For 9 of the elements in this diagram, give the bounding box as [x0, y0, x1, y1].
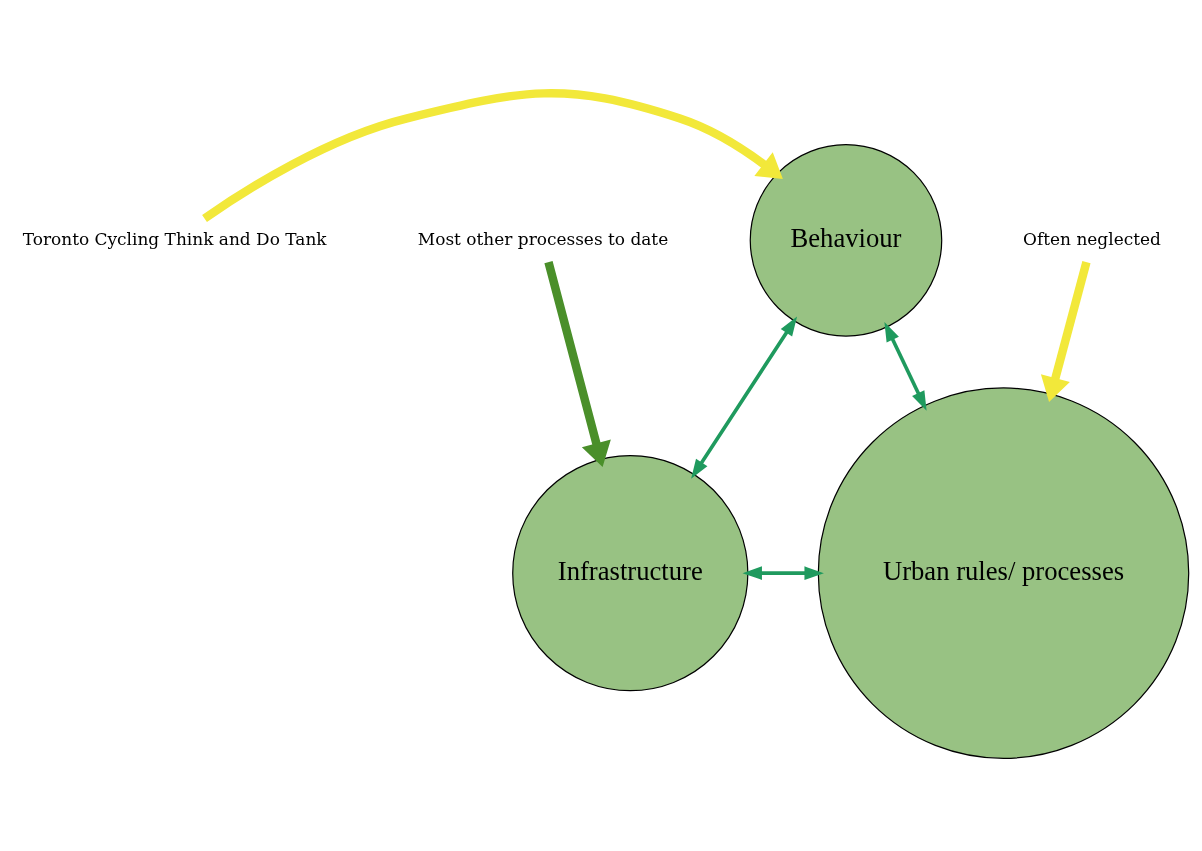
arrow: [884, 322, 927, 411]
node-text: Most other processes to date: [417, 228, 669, 249]
arrow: [691, 316, 798, 479]
node-text: Often neglected: [1023, 228, 1161, 249]
arrow: [202, 89, 783, 222]
node-text: Toronto Cycling Think and Do Tank: [22, 228, 327, 249]
arrow: [742, 566, 824, 580]
arrow: [1040, 261, 1091, 402]
arrow: [544, 261, 611, 468]
